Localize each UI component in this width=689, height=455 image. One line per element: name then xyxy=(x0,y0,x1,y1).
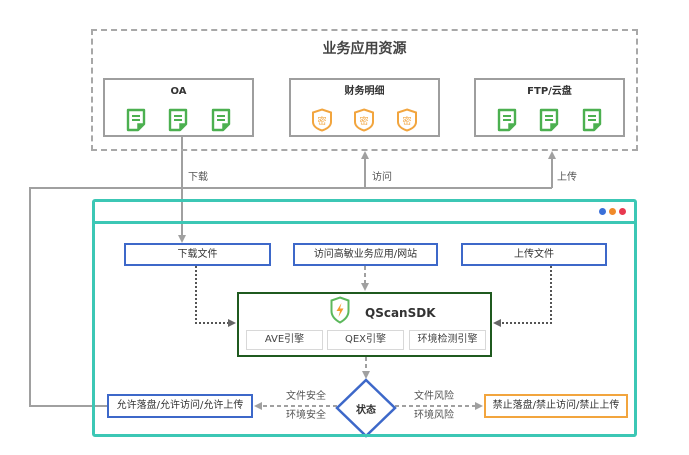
window-dot-orange-icon xyxy=(609,208,616,215)
client-window-frame xyxy=(92,199,637,437)
svg-text:密: 密 xyxy=(360,115,369,127)
upload-flow-label: 上传 xyxy=(557,172,577,183)
engine-ave: AVE引擎 xyxy=(246,330,323,350)
resource-box-oa: OA xyxy=(103,78,254,137)
resource-label: FTP/云盘 xyxy=(527,86,572,97)
secret-shield-icon: 密 xyxy=(311,108,333,132)
window-header xyxy=(95,202,634,224)
business-resources-region xyxy=(91,29,638,151)
qscan-sdk-box: QScanSDK AVE引擎 QEX引擎 环境检测引擎 xyxy=(237,292,492,357)
upload-file-box: 上传文件 xyxy=(461,243,607,266)
deny-result-box: 禁止落盘/禁止访问/禁止上传 xyxy=(484,394,628,418)
resource-box-finance: 财务明细 密 密 密 xyxy=(289,78,440,137)
secret-shield-icon: 密 xyxy=(353,108,375,132)
window-dot-blue-icon xyxy=(599,208,606,215)
document-icon xyxy=(538,108,560,132)
resource-label: OA xyxy=(170,86,187,97)
access-flow-label: 访问 xyxy=(372,172,392,183)
document-icon xyxy=(125,108,147,132)
safe-condition-environment: 环境安全 xyxy=(286,410,326,421)
document-icon xyxy=(210,108,232,132)
risk-condition-environment: 环境风险 xyxy=(414,410,454,421)
document-icon xyxy=(581,108,603,132)
resource-box-ftp-cloud: FTP/云盘 xyxy=(474,78,625,137)
download-flow-label: 下载 xyxy=(188,172,208,183)
sdk-title: QScanSDK xyxy=(365,306,436,320)
safe-condition-file: 文件安全 xyxy=(286,391,326,402)
resource-label: 财务明细 xyxy=(344,86,385,97)
svg-text:密: 密 xyxy=(318,115,327,127)
document-icon xyxy=(496,108,518,132)
engine-qex: QEX引擎 xyxy=(327,330,404,350)
window-dot-red-icon xyxy=(619,208,626,215)
access-sensitive-app-box: 访问高敏业务应用/网站 xyxy=(293,243,438,266)
lightning-shield-icon xyxy=(330,296,350,324)
decision-label: 状态 xyxy=(356,405,376,416)
secret-shield-icon: 密 xyxy=(396,108,418,132)
risk-condition-file: 文件风险 xyxy=(414,391,454,402)
download-file-box: 下载文件 xyxy=(124,243,271,266)
svg-text:密: 密 xyxy=(402,115,411,127)
allow-result-box: 允许落盘/允许访问/允许上传 xyxy=(107,394,253,418)
document-icon xyxy=(167,108,189,132)
region-title: 业务应用资源 xyxy=(322,41,407,57)
engine-environment-detection: 环境检测引擎 xyxy=(409,330,486,350)
